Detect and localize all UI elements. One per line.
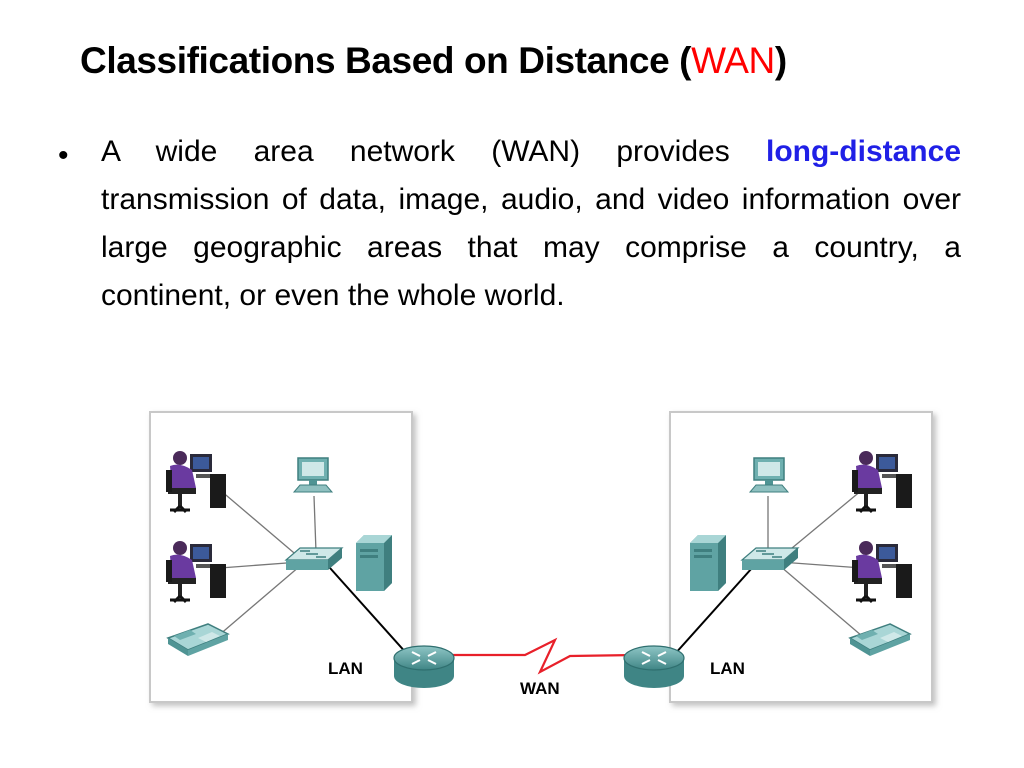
bullet-text-after: transmission of data, image, audio, and … — [101, 183, 961, 312]
right-lan-label: LAN — [710, 659, 745, 678]
right-uplink — [673, 567, 753, 656]
server-icon — [690, 535, 726, 591]
title-prefix: Classifications Based on Distance ( — [80, 40, 692, 81]
desktop-pc-icon — [293, 457, 333, 493]
left-uplink — [329, 567, 409, 656]
router-icon — [393, 645, 455, 689]
wan-link — [452, 637, 637, 675]
title-accent: WAN — [691, 40, 775, 81]
bullet-highlight: long-distance — [765, 135, 961, 168]
server-icon — [356, 535, 392, 591]
bullet-text: A wide area network (WAN) provides long-… — [101, 128, 961, 320]
desktop-pc-icon — [749, 457, 789, 493]
title-suffix: ) — [774, 40, 787, 81]
router-icon — [623, 645, 685, 689]
wan-label: WAN — [520, 679, 560, 698]
left-lan-label: LAN — [328, 659, 363, 678]
slide-title: Classifications Based on Distance (WAN) — [80, 40, 980, 82]
bullet-marker: • — [58, 139, 69, 172]
bullet-text-before: A wide area network (WAN) provides — [101, 135, 766, 168]
right-lan-links — [767, 489, 863, 637]
